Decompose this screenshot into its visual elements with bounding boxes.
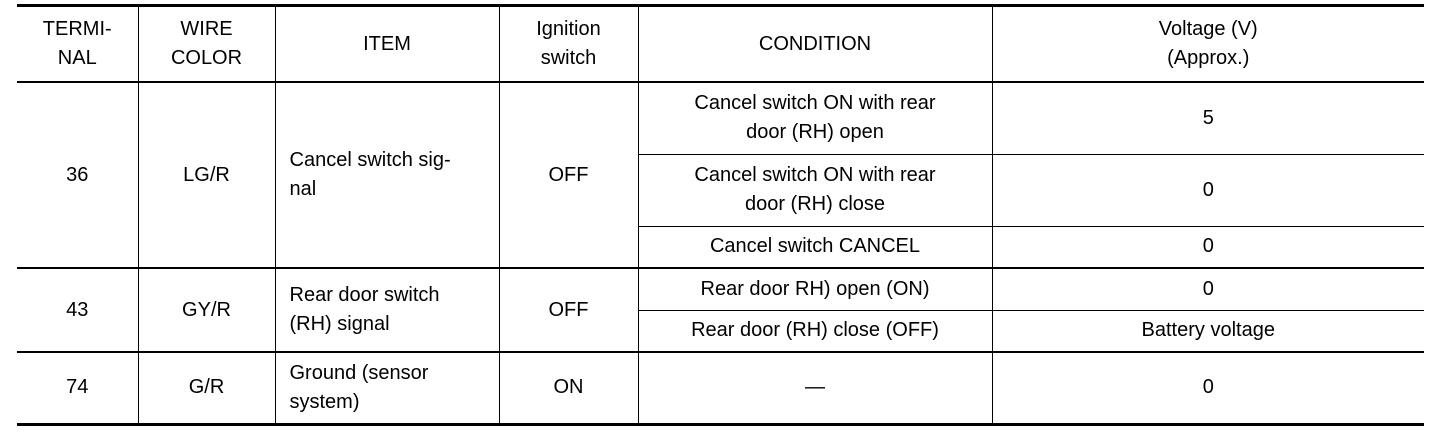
table-row: 43 GY/R Rear door switch (RH) signal OFF… [17,267,1424,353]
terminal-cell: 43 [17,267,139,353]
voltage-cell: Battery voltage [991,309,1424,353]
wire-color-cell: GY/R [137,267,276,353]
voltage-cell: 0 [991,225,1424,269]
table-row: Rear door (RH) close (OFF) Battery volta… [17,309,1424,353]
terminal-cell: 36 [17,81,139,269]
terminal-cell: 74 [17,351,139,426]
voltage-cell: 0 [991,351,1424,426]
voltage-cell: 0 [991,267,1424,311]
header-condition: CONDITION [637,4,993,83]
table-row: 74 G/R Ground (sensor system) ON — 0 [17,351,1424,426]
ignition-cell: OFF [498,81,639,269]
header-wire-color: WIRE COLOR [137,4,276,83]
header-voltage: Voltage (V) (Approx.) [991,4,1424,83]
item-cell: Ground (sensor system) [274,351,500,426]
wire-color-cell: LG/R [137,81,276,269]
item-cell: Cancel switch sig- nal [274,81,500,269]
condition-cell: Cancel switch ON with rear door (RH) ope… [637,81,993,155]
table-row: Cancel switch ON with rear door (RH) clo… [17,153,1424,227]
header-terminal: TERMI- NAL [17,4,139,83]
condition-cell: Cancel switch ON with rear door (RH) clo… [638,153,993,227]
terminal-spec-table: TERMI- NAL WIRE COLOR ITEM Ignition swit… [17,4,1424,426]
wire-color-cell: G/R [137,351,276,426]
condition-cell: Cancel switch CANCEL [638,225,993,269]
voltage-cell: 0 [991,153,1424,227]
header-row: TERMI- NAL WIRE COLOR ITEM Ignition swit… [17,4,1424,83]
condition-cell: — [637,351,993,426]
table-row: Cancel switch CANCEL 0 [17,225,1424,269]
ignition-cell: OFF [498,267,639,353]
header-item: ITEM [274,4,500,83]
condition-cell: Rear door RH) open (ON) [637,267,993,311]
condition-cell: Rear door (RH) close (OFF) [638,309,993,353]
ignition-cell: ON [498,351,639,426]
table-row: 36 LG/R Cancel switch sig- nal OFF Cance… [17,81,1424,269]
header-ignition-switch: Ignition switch [498,4,639,83]
item-cell: Rear door switch (RH) signal [274,267,500,353]
voltage-cell: 5 [991,81,1424,155]
